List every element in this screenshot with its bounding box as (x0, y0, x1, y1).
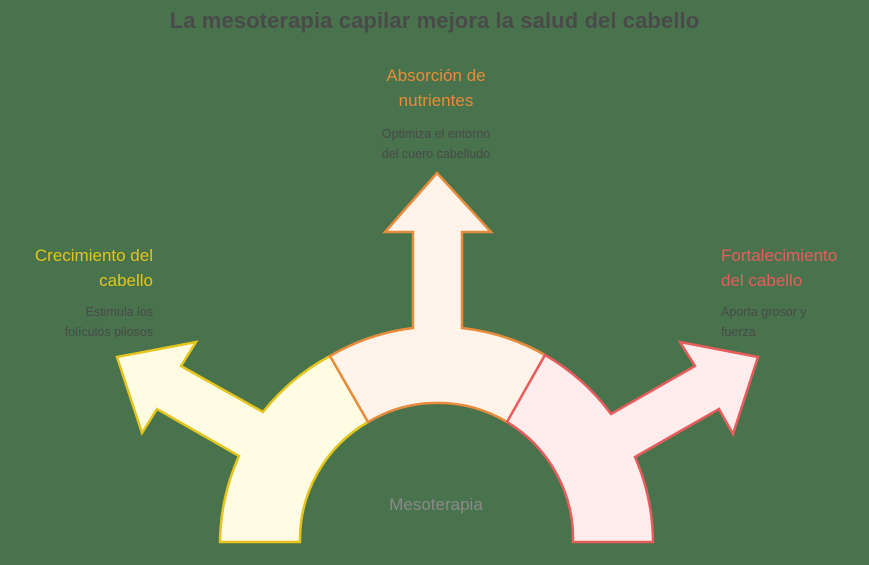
top-arrow-segment (328, 171, 547, 424)
left-branch-description: Estimula los folículos pilosos (64, 305, 153, 339)
right-branch-title: Fortalecimiento del cabello (721, 246, 838, 290)
right-arrow-segment (505, 340, 760, 544)
center-label: Mesoterapia (389, 495, 483, 514)
diagram-title: La mesoterapia capilar mejora la salud d… (169, 8, 700, 33)
top-branch-title: Absorción de nutrientes (386, 66, 486, 110)
top-branch-description: Optimiza el entorno del cuero cabelludo (381, 127, 491, 161)
right-branch-description: Aporta grosor y fuerza (721, 305, 807, 339)
left-arrow-segment (115, 340, 370, 544)
left-branch-title: Crecimiento del cabello (34, 246, 153, 290)
